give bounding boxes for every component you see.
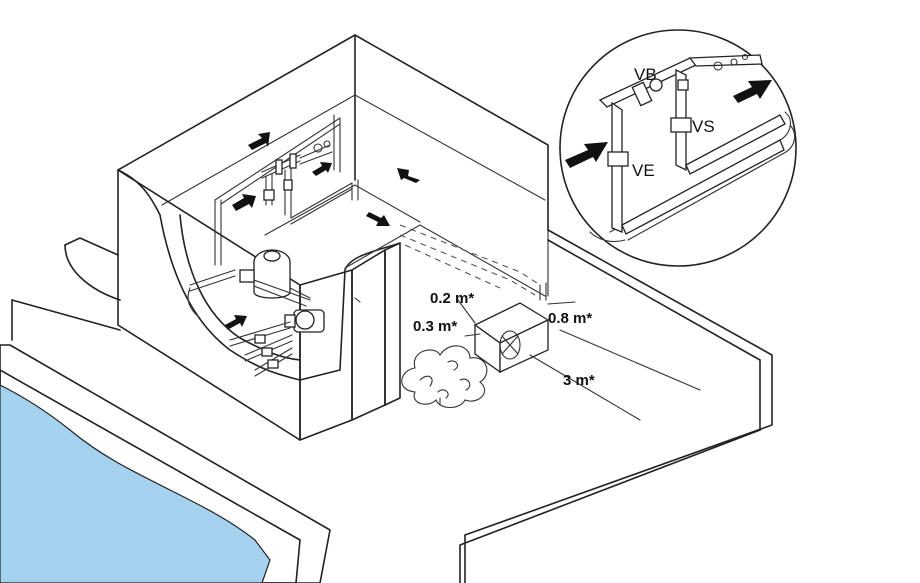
flow-arrow-icon xyxy=(225,315,247,329)
pool-water xyxy=(0,384,271,583)
flow-arrow-icon xyxy=(733,80,772,103)
valve-label-outlet: VS xyxy=(692,117,715,136)
clearance-side-label: 0.3 m* xyxy=(413,318,457,335)
clearance-top-label: 0.2 m* xyxy=(430,290,474,307)
bypass-valve xyxy=(631,78,663,107)
flow-arrow-icon xyxy=(565,142,608,168)
clearance-back-label: 0.8 m* xyxy=(548,310,592,327)
flow-arrow-icon xyxy=(248,132,270,150)
pool xyxy=(0,344,331,583)
clearance-dimensions xyxy=(457,299,701,421)
pump-room xyxy=(117,34,549,441)
bush-icon xyxy=(401,345,488,409)
heat-pump-icon xyxy=(473,302,550,374)
inlet-valve xyxy=(607,151,629,167)
flow-arrow-icon xyxy=(232,194,256,211)
flow-arrow-icon xyxy=(312,162,332,176)
outdoor-wall xyxy=(459,229,773,583)
flow-arrow-icon xyxy=(366,212,390,226)
flow-arrow-icon xyxy=(397,168,420,183)
underground-pipes xyxy=(399,224,547,301)
valve-label-inlet: VE xyxy=(632,161,655,180)
flow-arrows xyxy=(225,132,420,329)
outlet-valve xyxy=(670,79,692,133)
clearance-front-label: 3 m* xyxy=(563,372,595,389)
back-wall xyxy=(11,237,121,341)
fan-icon xyxy=(499,330,521,360)
circulation-pump xyxy=(284,309,325,333)
pump-room-piping xyxy=(187,114,359,377)
valve-label-bypass: VB xyxy=(634,65,657,84)
valve-detail-inset xyxy=(559,29,797,267)
